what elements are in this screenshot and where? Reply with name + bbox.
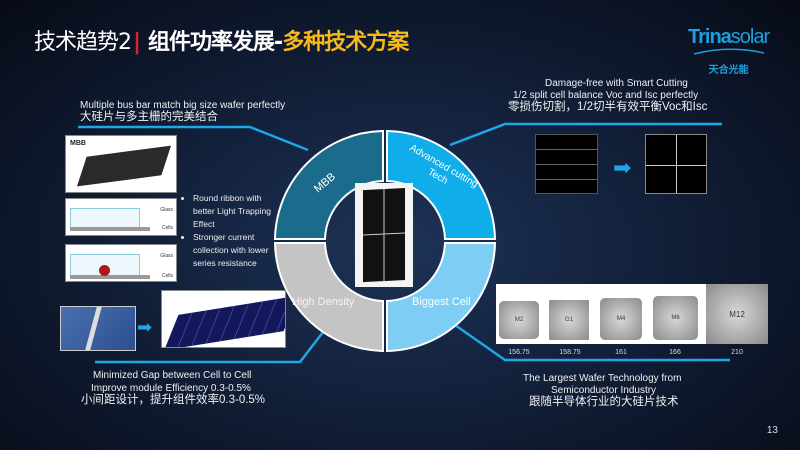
cells-label: Cells (161, 225, 173, 231)
wafer-m4: M4 (600, 298, 642, 340)
wafer-g1: G1 (549, 300, 589, 340)
wafer-m2: M2 (499, 301, 539, 339)
arrow-right-icon: ➡ (137, 317, 153, 337)
density-line1: Minimized Gap between Cell to Cell (93, 370, 252, 381)
bullet-item: Round ribbon with better Light Trapping … (193, 192, 273, 231)
cutting-line2: 1/2 split cell balance Voc and Isc perfe… (513, 90, 699, 101)
ring-segment-mbb[interactable] (273, 129, 384, 240)
wafer-line1: The Largest Wafer Technology from (523, 373, 682, 384)
mbb-caption-cn: 大硅片与多主栅的完美结合 (80, 111, 218, 123)
title-main: 组件功率发展- (148, 30, 283, 55)
wafer-m6: M6 (653, 296, 698, 340)
title-highlight: 多种技术方案 (282, 30, 409, 55)
mbb-caption-en: Multiple bus bar match big size wafer pe… (80, 100, 286, 111)
full-cell-image (535, 134, 598, 194)
logo-swoosh-icon (693, 48, 764, 55)
wafer-size-label: 210 (731, 349, 743, 356)
wafer-size-label: 166 (669, 349, 681, 356)
ribbon-round-diagram: Glass Cells (65, 244, 177, 282)
half-cell-image (645, 134, 707, 194)
wafer-size-label: 161 (615, 349, 627, 356)
cutting-line3: 零损伤切割，1/2切半有效平衡Voc和Isc (508, 101, 708, 113)
ring-segment-advanced-cutting[interactable] (386, 129, 497, 240)
ribbon-flat-diagram: Glass Cells (65, 198, 177, 236)
title-divider: | (133, 30, 141, 55)
title-prefix: 技术趋势2 (34, 30, 132, 55)
bullet-item: Stronger current collection with lower s… (193, 231, 273, 270)
mbb-cell-graphic (76, 145, 172, 187)
mbb-image-label: MBB (70, 140, 86, 147)
logo-brand-light: solar (730, 26, 770, 48)
wafer-comparison-image: M2 G1 M4 M6 M12 (496, 284, 768, 344)
density-line3: 小间距设计，提升组件效率0.3-0.5% (81, 394, 266, 406)
mbb-bullets: Round ribbon with better Light Trapping … (183, 192, 273, 270)
cutting-line1: Damage-free with Smart Cutting (545, 78, 688, 89)
trinasolar-logo: Trinasolar 天合光能 (688, 26, 770, 76)
wafer-line2: Semiconductor Industry (551, 385, 657, 396)
ring-label-biggest: Biggest Cell (412, 296, 471, 308)
ring-label-density: High Density (292, 296, 355, 308)
gap-after-image (161, 290, 286, 348)
wafer-line3: 跟随半导体行业的大硅片技术 (529, 396, 679, 408)
gap-before-image (60, 306, 136, 351)
glass-label: Glass (160, 253, 173, 259)
logo-subtitle: 天合光能 (708, 65, 749, 76)
ring-segment-high-density[interactable] (273, 242, 384, 353)
arrow-right-icon: ➡ (613, 155, 632, 180)
wafer-size-label: 158.75 (559, 349, 581, 356)
wafer-size-label: 156.75 (508, 349, 530, 356)
density-line2: Improve module Efficiency 0.3-0.5% (91, 383, 251, 394)
wafer-m12: M12 (706, 284, 768, 344)
mbb-image: MBB (65, 135, 177, 193)
page-number: 13 (766, 425, 778, 436)
technology-ring (273, 129, 497, 353)
page-title: 技术趋势2| 组件功率发展-多种技术方案 (34, 24, 409, 56)
ring-segment-biggest-cell[interactable] (386, 242, 497, 353)
logo-brand: Trina (688, 26, 732, 48)
glass-label: Glass (160, 207, 173, 213)
cells-label: Cells (161, 273, 173, 279)
